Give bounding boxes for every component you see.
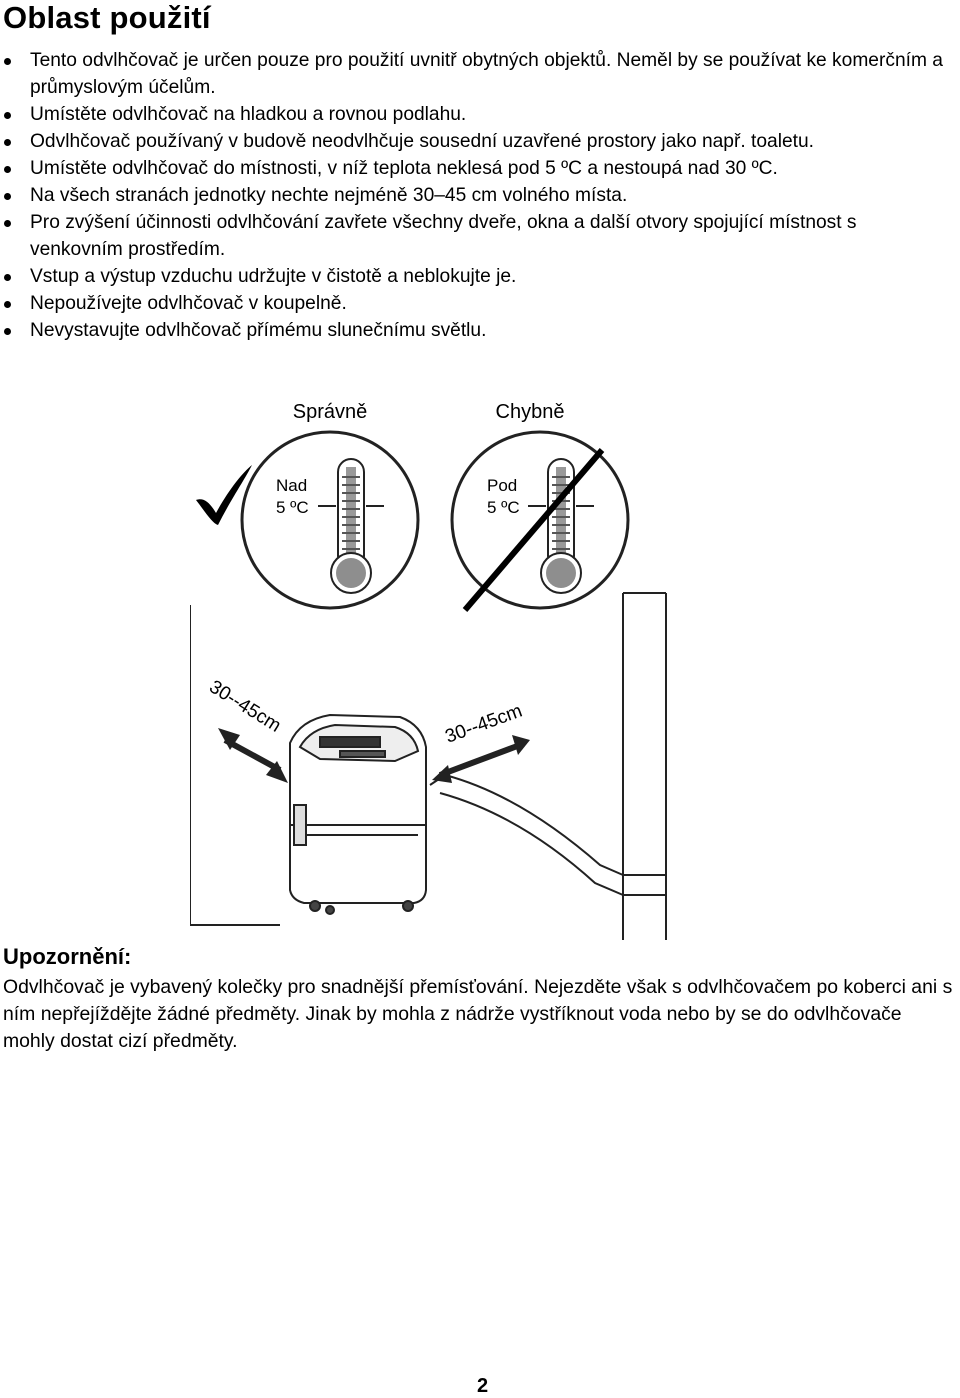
warning-title: Upozornění:	[3, 944, 132, 969]
list-item: Na všech stranách jednotky nechte nejmén…	[0, 182, 950, 209]
checkmark-icon	[196, 465, 252, 525]
wrong-label: Chybně	[496, 401, 565, 423]
wrong-temp-line1: Pod	[487, 476, 517, 495]
list-item: Umístěte odvlhčovač na hladkou a rovnou …	[0, 101, 950, 128]
placement-illustration: Správně Chybně Nad 5 ºC	[190, 395, 870, 940]
list-item: Pro zvýšení účinnosti odvlhčování zavřet…	[0, 209, 950, 263]
correct-label: Správně	[293, 401, 368, 423]
page-title: Oblast použití	[3, 0, 211, 35]
warning-text: Odvlhčovač je vybavený kolečky pro snadn…	[3, 976, 953, 1052]
page-number: 2	[477, 1375, 489, 1397]
thermometer-above-icon	[240, 430, 420, 610]
dehumidifier-unit	[289, 713, 427, 915]
list-item: Nepoužívejte odvlhčovač v koupelně.	[0, 290, 950, 317]
correct-temp-line2: 5 ºC	[276, 498, 309, 517]
clearance-arrow-right	[432, 735, 530, 783]
list-item: Umístěte odvlhčovač do místnosti, v níž …	[0, 155, 950, 182]
list-item: Nevystavujte odvlhčovač přímému sluneční…	[0, 317, 950, 344]
list-item: Tento odvlhčovač je určen pouze pro použ…	[0, 47, 950, 101]
list-item: Odvlhčovač používaný v budově neodvlhčuj…	[0, 128, 950, 155]
list-item: Vstup a výstup vzduchu udržujte v čistot…	[0, 263, 950, 290]
room-walls	[190, 592, 667, 940]
wrong-temp-line2: 5 ºC	[487, 498, 520, 517]
correct-temp-line1: Nad	[276, 476, 307, 495]
usage-list: Tento odvlhčovač je určen pouze pro použ…	[0, 47, 950, 344]
strike-through-icon	[462, 448, 605, 612]
distance-left-label: 30--45cm	[205, 676, 284, 736]
distance-right-label: 30--45cm	[443, 701, 526, 748]
clearance-arrow-left	[218, 728, 288, 783]
